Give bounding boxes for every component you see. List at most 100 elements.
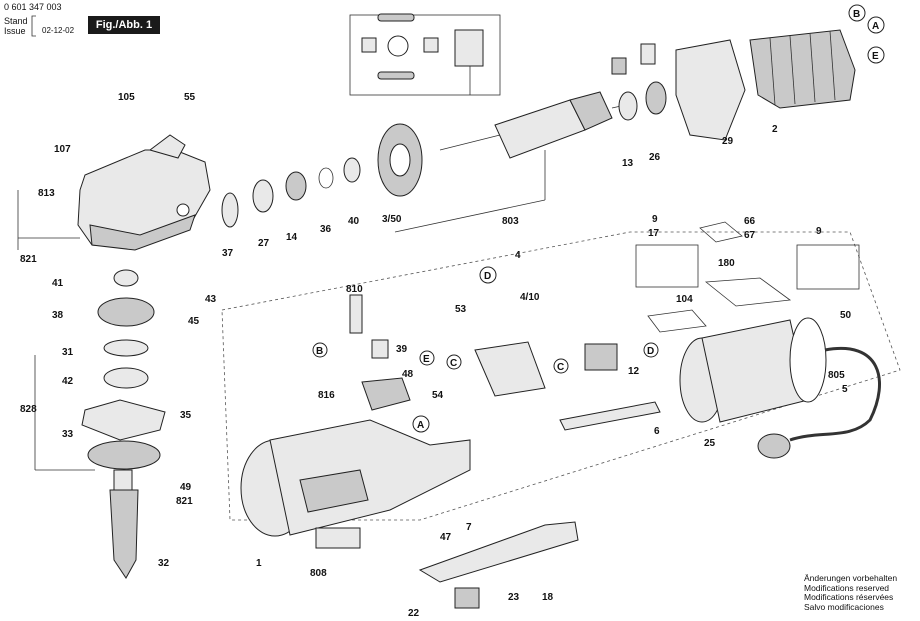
part-label: 810 bbox=[346, 284, 363, 295]
part-label: 38 bbox=[52, 310, 64, 321]
part-label: 37 bbox=[222, 248, 234, 259]
label-plates bbox=[635, 221, 860, 333]
leader-lines bbox=[17, 150, 546, 471]
part-label: 32 bbox=[158, 558, 170, 569]
part-label: 25 bbox=[704, 438, 716, 449]
part-label: 3/50 bbox=[382, 214, 402, 225]
housing-sleeve bbox=[679, 317, 827, 423]
part-label: 33 bbox=[62, 429, 74, 440]
part-label: 805 bbox=[828, 370, 845, 381]
part-label: 40 bbox=[348, 216, 360, 227]
callout-e-circle bbox=[867, 46, 885, 64]
callout-b-circle-2 bbox=[312, 342, 328, 358]
part-label: 17 bbox=[648, 228, 660, 239]
fan-and-bearing bbox=[611, 43, 667, 121]
part-label: 26 bbox=[649, 152, 661, 163]
part-label: 9 bbox=[816, 226, 822, 237]
notice-en: Modifications reserved bbox=[804, 582, 890, 593]
spindle-stack bbox=[81, 269, 166, 579]
callout-markers: B A E D B E C C D A bbox=[312, 4, 885, 433]
callout-b: B bbox=[853, 9, 860, 20]
part-label: 13 bbox=[622, 158, 634, 169]
part-label: 27 bbox=[258, 238, 270, 249]
callout-e-2: E bbox=[423, 354, 430, 365]
handle-parts bbox=[418, 521, 579, 609]
part-label: 66 bbox=[744, 216, 756, 227]
part-label: 5 bbox=[842, 384, 848, 395]
part-label: 39 bbox=[396, 344, 408, 355]
part-label: 29 bbox=[722, 136, 734, 147]
callout-a-2: A bbox=[417, 420, 424, 431]
part-label: 104 bbox=[676, 294, 693, 305]
part-label: 821 bbox=[20, 254, 37, 265]
part-label: 36 bbox=[320, 224, 332, 235]
issue-label: Issue bbox=[4, 26, 26, 36]
callout-d: D bbox=[484, 271, 491, 282]
part-label: 813 bbox=[38, 188, 55, 199]
part-label: 48 bbox=[402, 369, 414, 380]
part-label: 18 bbox=[542, 592, 554, 603]
callout-a: A bbox=[872, 21, 879, 32]
notice-es: Salvo modificaciones bbox=[804, 601, 884, 612]
part-label: 55 bbox=[184, 92, 196, 103]
part-label: 180 bbox=[718, 258, 735, 269]
part-label: 23 bbox=[508, 592, 520, 603]
notice-de: Änderungen vorbehalten bbox=[804, 573, 898, 583]
assembly-outline bbox=[221, 231, 901, 521]
callout-c-circle bbox=[446, 354, 462, 370]
part-label: 816 bbox=[318, 390, 335, 401]
callout-a-circle bbox=[867, 16, 885, 34]
issue-date: 02-12-02 bbox=[42, 26, 75, 35]
part-numbers: 105 55 107 813 821 37 27 14 36 40 3/50 8… bbox=[20, 92, 852, 619]
part-label: 54 bbox=[432, 390, 444, 401]
part-label: 107 bbox=[54, 144, 71, 155]
callout-c: C bbox=[450, 358, 457, 369]
part-label: 4 bbox=[515, 250, 521, 261]
callout-d-2: D bbox=[647, 346, 654, 357]
callout-d-circle-2 bbox=[643, 342, 659, 358]
motor-housing bbox=[240, 419, 471, 549]
callout-e: E bbox=[872, 51, 879, 62]
part-label: 49 bbox=[180, 482, 192, 493]
callout-e-circle-2 bbox=[419, 350, 435, 366]
part-label: 22 bbox=[408, 608, 420, 619]
part-label: 803 bbox=[502, 216, 519, 227]
wiring-schematic bbox=[349, 13, 501, 96]
long-screw bbox=[559, 401, 661, 431]
header-bracket bbox=[31, 15, 36, 37]
notice-fr: Modifications réservées bbox=[804, 592, 894, 602]
callout-b-circle bbox=[848, 4, 866, 22]
part-label: 35 bbox=[180, 410, 192, 421]
part-label: 1 bbox=[256, 558, 262, 569]
part-label: 50 bbox=[840, 310, 852, 321]
callout-a-circle-2 bbox=[412, 415, 430, 433]
part-label: 53 bbox=[455, 304, 467, 315]
part-label: 12 bbox=[628, 366, 640, 377]
gear-housing bbox=[77, 134, 211, 251]
figure-label: Fig./Abb. 1 bbox=[88, 16, 160, 34]
stator-assembly bbox=[675, 29, 856, 141]
part-label: 105 bbox=[118, 92, 135, 103]
modification-notice: Änderungen vorbehalten Modifications res… bbox=[804, 573, 912, 612]
part-label: 42 bbox=[62, 376, 74, 387]
part-label: 828 bbox=[20, 404, 37, 415]
part-label: 9 bbox=[652, 214, 658, 225]
callout-b-2: B bbox=[316, 346, 323, 357]
power-cable bbox=[757, 347, 881, 459]
part-label: 6 bbox=[654, 426, 660, 437]
part-label: 808 bbox=[310, 568, 327, 579]
part-label: 2 bbox=[772, 124, 778, 135]
armature bbox=[439, 91, 631, 159]
part-label: 4/10 bbox=[520, 292, 540, 303]
part-label: 7 bbox=[466, 522, 472, 533]
stand-label: Stand bbox=[4, 16, 28, 26]
part-label: 43 bbox=[205, 294, 217, 305]
part-label: 14 bbox=[286, 232, 298, 243]
document-number: 0 601 347 003 bbox=[4, 2, 62, 12]
callout-d-circle bbox=[479, 266, 497, 284]
part-label: 67 bbox=[744, 230, 756, 241]
part-label: 31 bbox=[62, 347, 74, 358]
bearing-row bbox=[221, 123, 423, 228]
part-label: 821 bbox=[176, 496, 193, 507]
